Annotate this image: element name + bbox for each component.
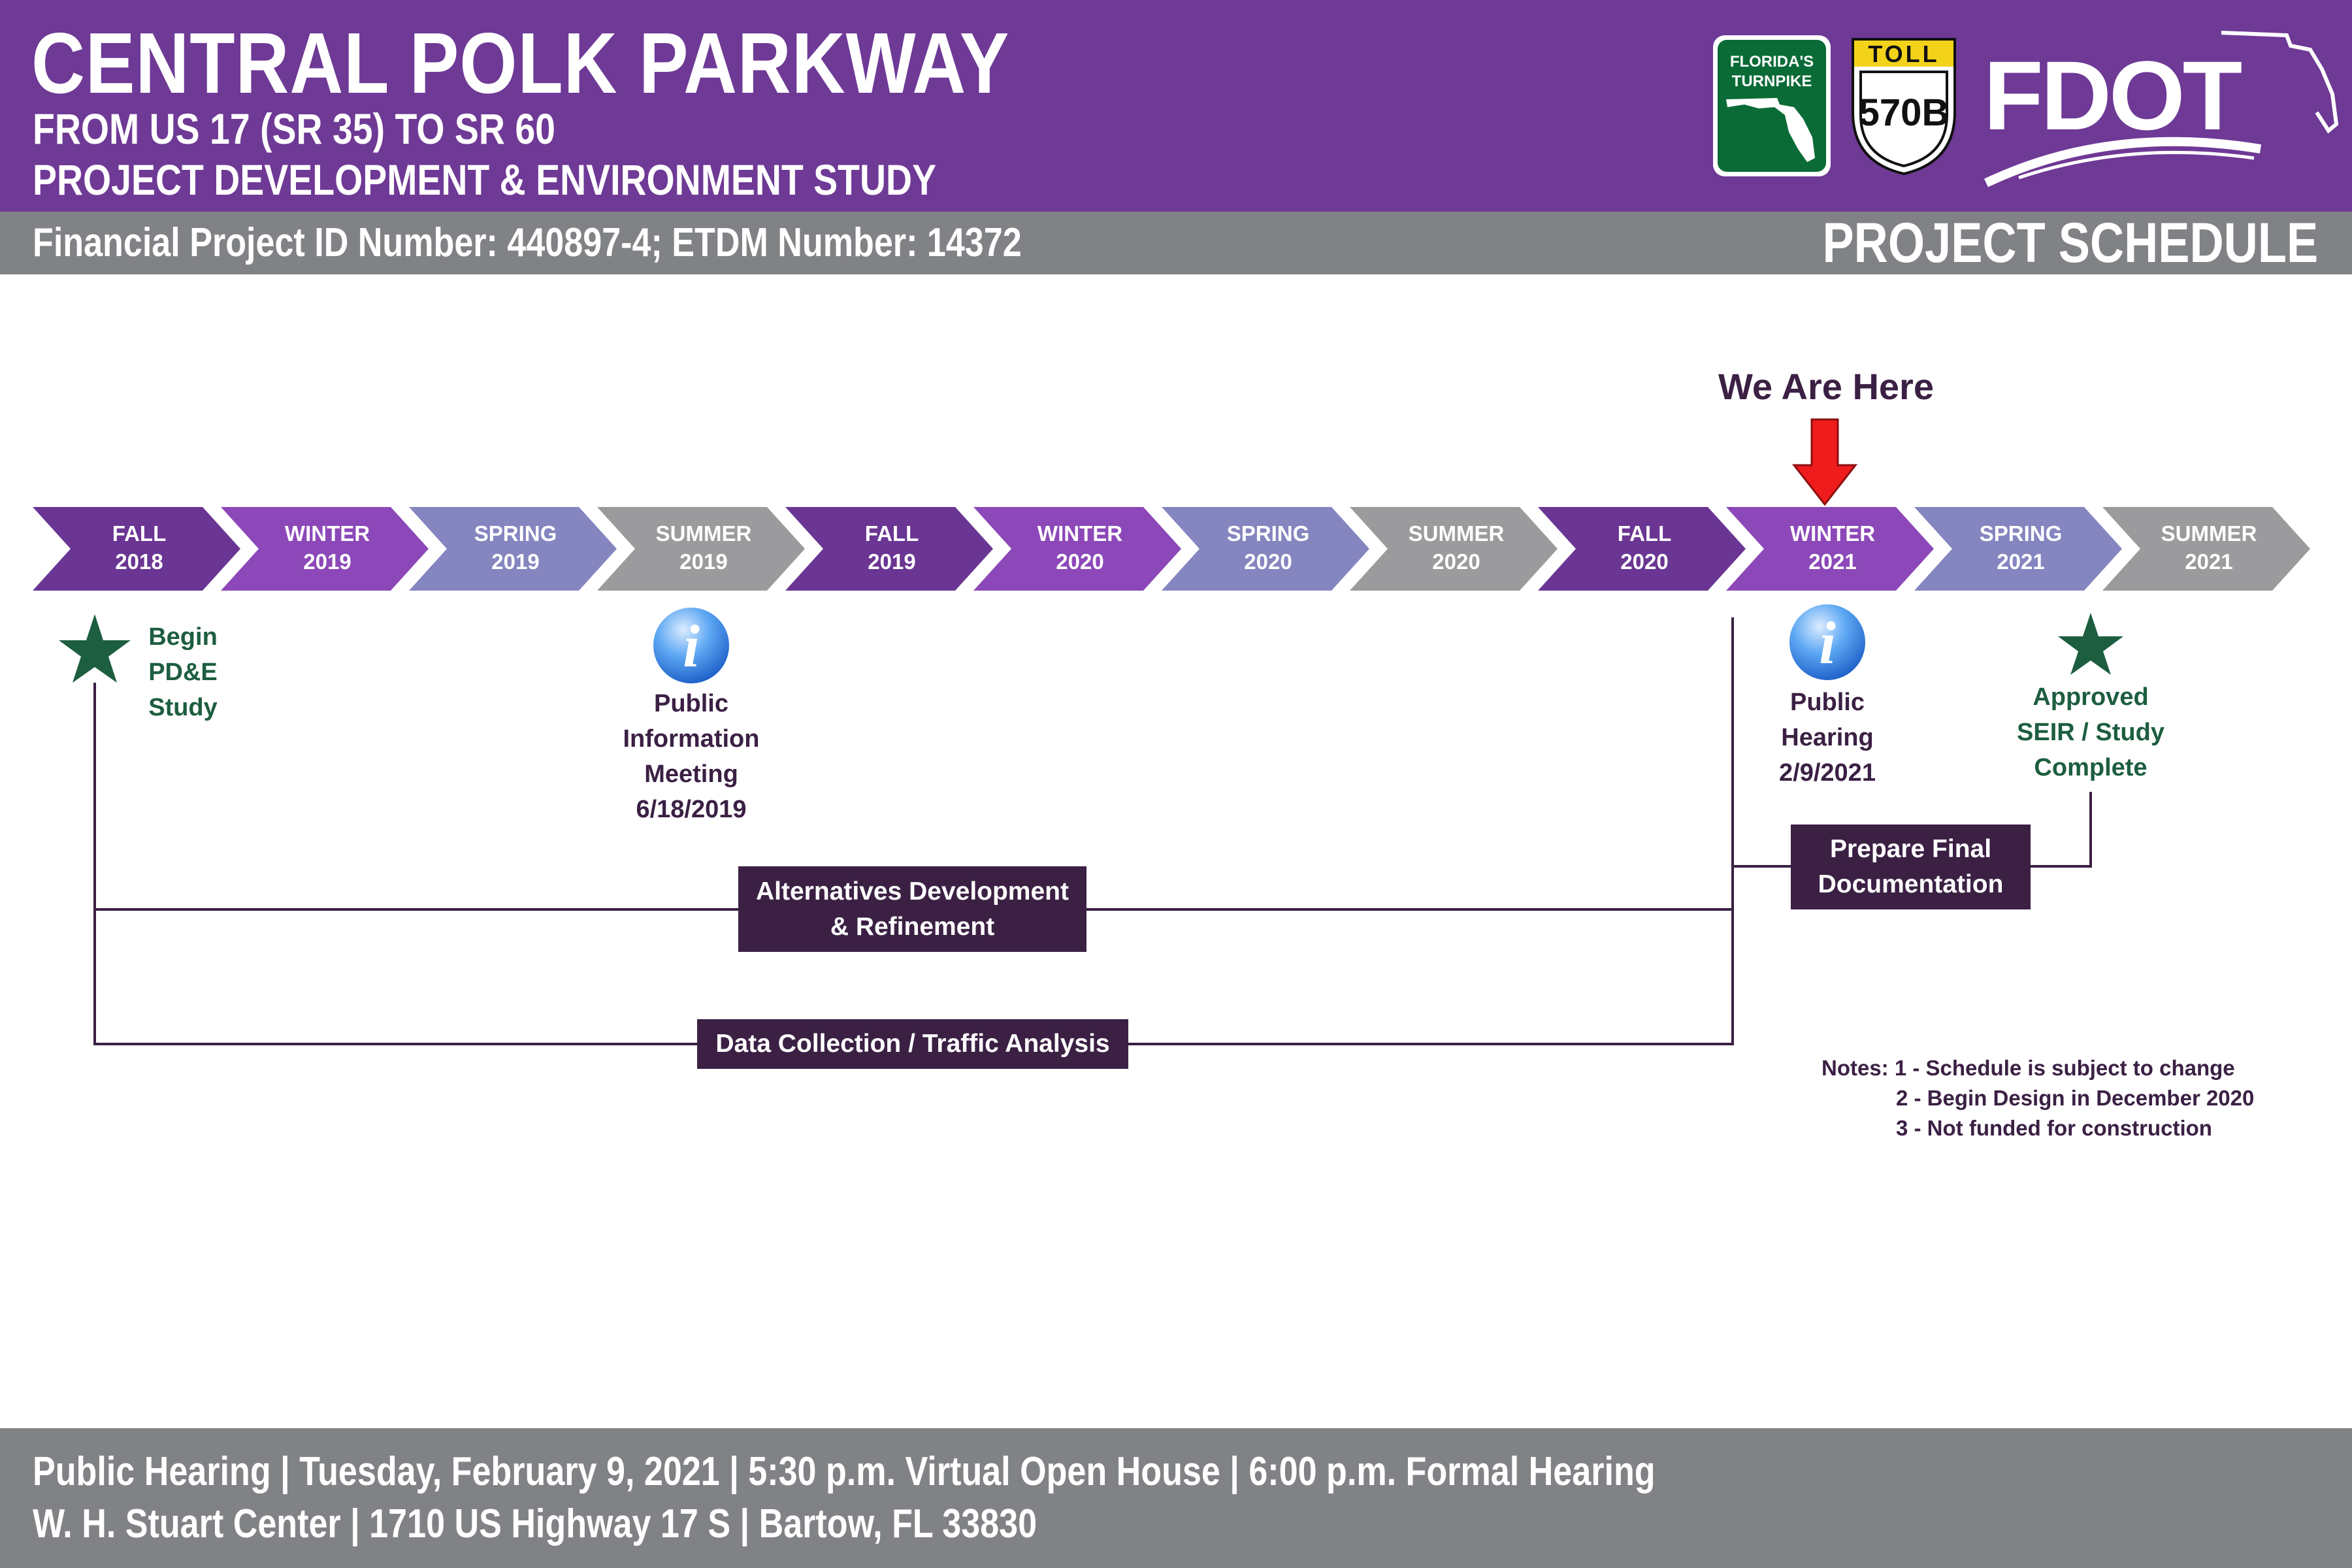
footer-hearing-info: Public Hearing | Tuesday, February 9, 20… [33, 1449, 1656, 1494]
chevron-year-label: 2020 [1056, 549, 1103, 574]
footer-location: W. H. Stuart Center | 1710 US Highway 17… [33, 1501, 1037, 1546]
florida-turnpike-logo: FLORIDA'S TURNPIKE [1713, 35, 1831, 176]
fdot-wordmark: FDOT [1984, 41, 2242, 150]
chevron-season-label: SUMMER [2161, 521, 2257, 546]
chevron-season-label: SPRING [1227, 521, 1310, 546]
public-info-meeting-label: Public Information Meeting 6/18/2019 [623, 690, 760, 823]
begin-study-label: Begin PD&E Study [148, 623, 218, 721]
chevron-season-label: WINTER [285, 521, 370, 546]
chevron-season-label: FALL [1618, 521, 1671, 546]
project-title: CENTRAL POLK PARKWAY [31, 15, 1010, 111]
timeline-chevrons: FALL 2018 WINTER 2019 SPRING 2019 SUMMER 2019 FA… [33, 507, 2310, 591]
toll-570b-shield: TOLL 570B [1852, 38, 1956, 176]
chevron-season-label: FALL [112, 521, 166, 546]
chevron-season-label: SPRING [1980, 521, 2063, 546]
timeline-chevron-spring-2021 [1914, 507, 2122, 591]
chevron-year-label: 2021 [2185, 549, 2232, 574]
timeline-chevron-winter-2021 [1726, 507, 1934, 591]
chevron-year-label: 2019 [491, 549, 539, 574]
turnpike-line1: FLORIDA'S [1730, 53, 1814, 71]
prepare-final-documentation-box: Prepare Final Documentation [1791, 825, 2031, 909]
note-2: 2 - Begin Design in December 2020 [1896, 1086, 2255, 1110]
public-hearing-icon: i [1787, 602, 1868, 683]
svg-text:i: i [683, 613, 700, 679]
header-banner: CENTRAL POLK PARKWAY FROM US 17 (SR 35) … [0, 0, 2352, 212]
chevron-season-label: FALL [865, 521, 919, 546]
chevron-season-label: WINTER [1790, 521, 1875, 546]
timeline-chevron-fall-2020 [1538, 507, 1746, 591]
begin-star-icon [59, 614, 131, 683]
chevron-year-label: 2020 [1244, 549, 1292, 574]
note-3: 3 - Not funded for construction [1896, 1116, 2212, 1140]
we-are-here-label: We Are Here [1718, 366, 1934, 407]
chevron-year-label: 2021 [1997, 549, 2044, 574]
footer-bar: Public Hearing | Tuesday, February 9, 20… [0, 1428, 2352, 1568]
public-info-meeting-icon: i [651, 605, 732, 686]
timeline-chevron-spring-2020 [1162, 507, 1369, 591]
chevron-season-label: WINTER [1037, 521, 1122, 546]
timeline-chevron-winter-2020 [973, 507, 1181, 591]
chevron-season-label: SUMMER [656, 521, 752, 546]
approved-star-icon [2058, 613, 2123, 675]
svg-text:i: i [1819, 610, 1836, 676]
chevron-year-label: 2021 [1808, 549, 1856, 574]
timeline-chevron-spring-2019 [409, 507, 617, 591]
timeline-chevron-fall-2018 [33, 507, 240, 591]
chevron-year-label: 2020 [1432, 549, 1480, 574]
data-collection-box: Data Collection / Traffic Analysis [697, 1019, 1128, 1069]
project-subtitle-study: PROJECT DEVELOPMENT & ENVIRONMENT STUDY [33, 155, 937, 204]
florida-outline-icon [2221, 31, 2339, 134]
timeline-chevron-summer-2019 [597, 507, 805, 591]
chevron-season-label: SPRING [474, 521, 557, 546]
timeline-chevron-summer-2021 [2102, 507, 2310, 591]
turnpike-line2: TURNPIKE [1732, 73, 1812, 90]
we-are-here-arrow-icon [1791, 418, 1858, 506]
note-1: Notes: 1 - Schedule is subject to change [1821, 1056, 2235, 1080]
alternatives-development-box: Alternatives Development & Refinement [738, 866, 1086, 952]
project-id-text: Financial Project ID Number: 440897-4; E… [33, 220, 1022, 265]
chevron-season-label: SUMMER [1409, 521, 1505, 546]
data-collection-connector [93, 617, 1734, 1045]
project-id-bar: Financial Project ID Number: 440897-4; E… [0, 212, 2352, 274]
project-subtitle-route: FROM US 17 (SR 35) TO SR 60 [33, 105, 555, 153]
approved-study-complete-label: Approved SEIR / Study Complete [2017, 683, 2164, 781]
chevron-year-label: 2019 [679, 549, 727, 574]
fdot-logo: FDOT [1984, 31, 2339, 188]
toll-route-number: 570B [1859, 91, 1950, 134]
public-hearing-label: Public Hearing 2/9/2021 [1779, 689, 1876, 787]
section-title: PROJECT SCHEDULE [1822, 212, 2318, 274]
timeline-chevron-summer-2020 [1350, 507, 1558, 591]
timeline-chevron-fall-2019 [785, 507, 993, 591]
timeline-chevron-winter-2019 [221, 507, 429, 591]
chevron-year-label: 2019 [303, 549, 351, 574]
chevron-year-label: 2018 [115, 549, 163, 574]
chevron-year-label: 2019 [868, 549, 915, 574]
toll-label: TOLL [1868, 41, 1939, 67]
chevron-year-label: 2020 [1620, 549, 1668, 574]
florida-state-icon [1726, 98, 1815, 162]
schedule-notes: Notes: 1 - Schedule is subject to change… [1821, 1053, 2254, 1143]
